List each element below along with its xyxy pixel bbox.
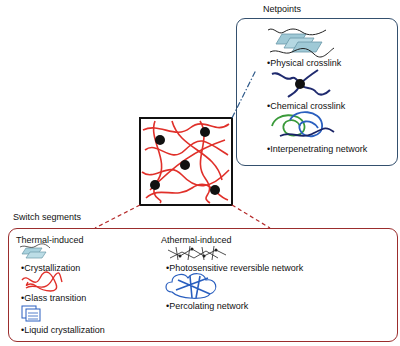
zoom-line <box>95 205 140 228</box>
panel-heading: Netpoints <box>263 4 301 15</box>
zoom-line <box>232 205 270 228</box>
item-label: •Interpenetrating network <box>267 144 367 155</box>
panel-heading: Thermal-induced <box>16 235 84 246</box>
percolating-network-icon <box>166 274 216 299</box>
glass-transition-icon <box>22 272 62 291</box>
item-label: •Liquid crystallization <box>21 325 105 336</box>
polymer-network <box>140 118 232 205</box>
physical-crosslink-icon <box>268 29 334 57</box>
item-label: •Physical crosslink <box>267 58 341 69</box>
item-label: •Glass transition <box>21 293 86 304</box>
netpoints-panel: Netpoints•Physical crosslink•Chemical cr… <box>236 18 398 166</box>
item-label: •Chemical crosslink <box>267 101 345 112</box>
crystallization-icon <box>20 244 50 258</box>
item-label: •Crystallization <box>21 263 80 274</box>
item-label: •Photosensitive reversible network <box>166 263 303 274</box>
photosensitive-network-icon <box>168 246 226 260</box>
liquid-crystal-icon <box>22 306 40 321</box>
switch-segments-panel: Switch segmentsThermal-induced•Crystalli… <box>8 228 398 342</box>
panel-heading: Athermal-induced <box>161 235 232 246</box>
chemical-crosslink-icon <box>272 70 330 97</box>
panel-heading: Switch segments <box>13 212 81 223</box>
item-label: •Percolating network <box>166 301 248 312</box>
interpenetrating-network-icon <box>272 112 334 136</box>
